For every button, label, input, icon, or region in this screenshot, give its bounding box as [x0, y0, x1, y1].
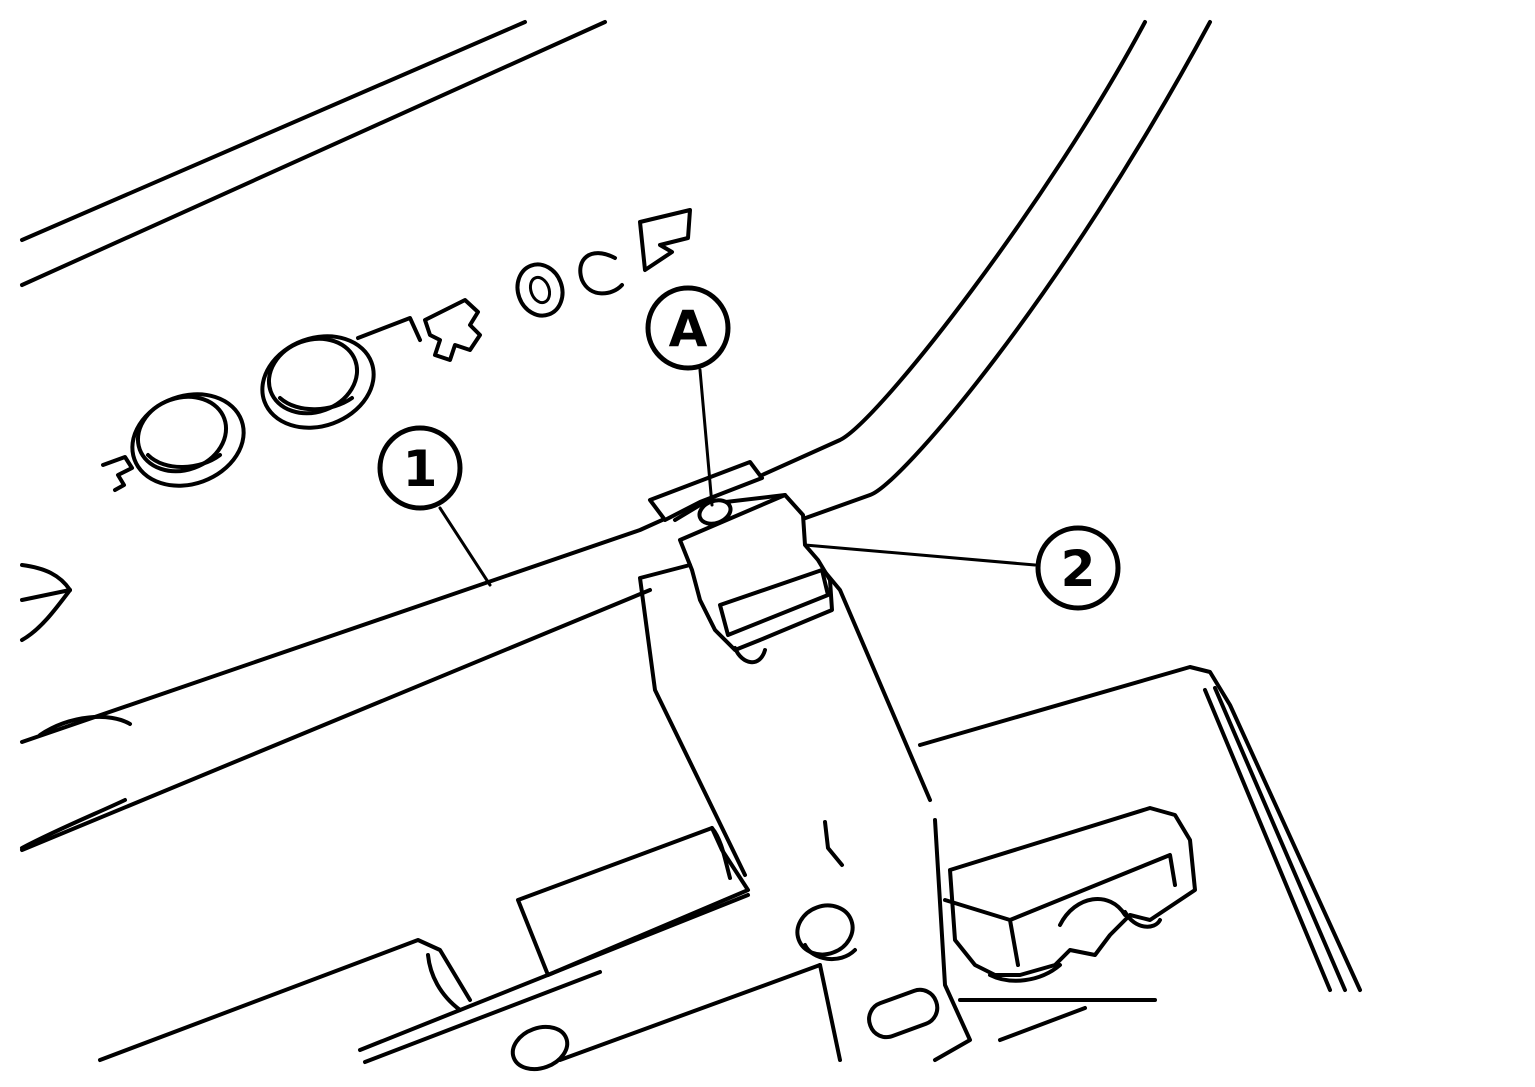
leader-line-1: [438, 506, 492, 587]
callout-1-label: 1: [403, 440, 438, 498]
lower-housing: [98, 665, 1362, 1072]
callout-A: A: [645, 285, 731, 371]
upper-cover: [20, 20, 1212, 852]
callout-A-label: A: [669, 300, 708, 358]
button-middle: [260, 334, 376, 430]
callout-2-label: 2: [1061, 540, 1096, 598]
embossed-marks: [101, 208, 692, 492]
cover-buttons: [130, 316, 422, 488]
callout-1: 1: [377, 425, 463, 511]
button-left: [130, 392, 246, 488]
retaining-clip: [648, 460, 834, 665]
callout-2: 2: [1035, 525, 1121, 611]
bracket: [638, 563, 972, 1062]
leader-lines: [438, 368, 1037, 587]
gear-component: [943, 806, 1197, 1042]
leader-line-A: [698, 368, 714, 507]
leader-line-2: [803, 543, 1037, 567]
